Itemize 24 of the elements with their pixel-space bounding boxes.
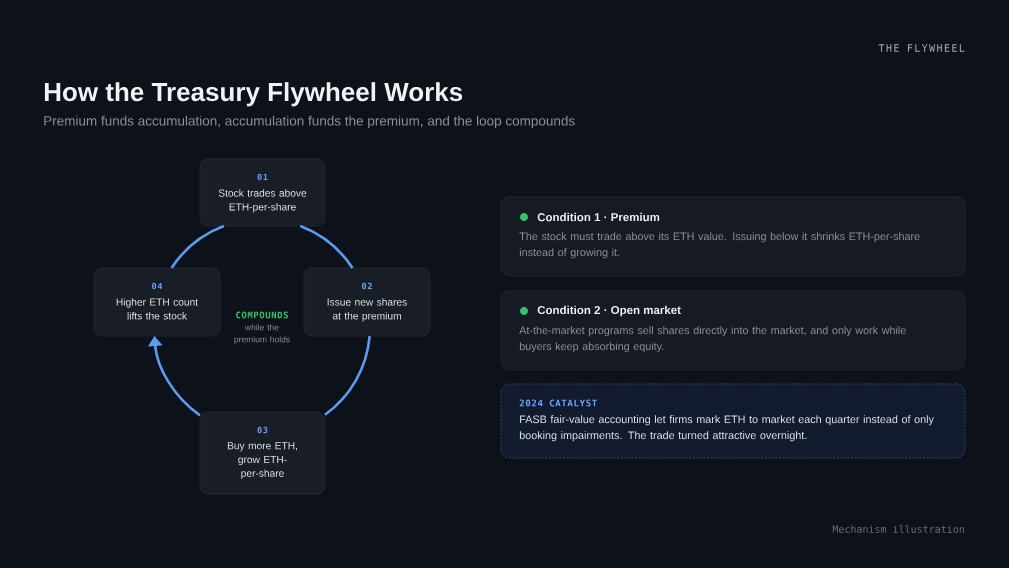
center-label: COMPOUNDS [236, 311, 288, 319]
card-text: At-the-market programs sell shares directly into the market, and only work while buyers keep absorbing equity. [519, 326, 906, 353]
connector-line [170, 224, 225, 269]
card-text: The stock must trade above its ETH value. Issuing below it shrinks ETH-per-share instead of growing it. [519, 232, 920, 259]
card-title: Condition 2 · Open market [537, 305, 681, 317]
step-number: 01 [257, 173, 268, 181]
connector-line [299, 224, 354, 269]
step-number: 04 [152, 282, 163, 290]
card-text: FASB fair-value accounting let firms mark ETH to market each quarter instead of only booking impairments. The trade turned attractive overnight. [519, 415, 934, 442]
subtitle: Premium funds accumulation, accumulation funds the premium, and the loop compounds [44, 115, 575, 129]
footer-note: Mechanism illustration [832, 525, 964, 533]
center-note: while the premium holds [234, 324, 290, 345]
step-number: 03 [257, 426, 268, 434]
step-text: Higher ETH count lifts the stock [116, 298, 198, 320]
title: How the Treasury Flywheel Works [44, 82, 463, 107]
connector-line [324, 335, 371, 416]
step-text: Stock trades above ETH-per-share [218, 189, 307, 213]
step-text: Issue new shares at the premium [327, 298, 407, 322]
card-title: Condition 1 · Premium [537, 212, 660, 222]
section-tag: THE FLYWHEEL [878, 44, 965, 52]
arrow [147, 336, 201, 417]
card-title: 2024 CATALYST [519, 399, 597, 407]
step-number: 02 [362, 282, 372, 290]
step-text: Buy more ETH, grow ETH-per-share [227, 442, 297, 479]
